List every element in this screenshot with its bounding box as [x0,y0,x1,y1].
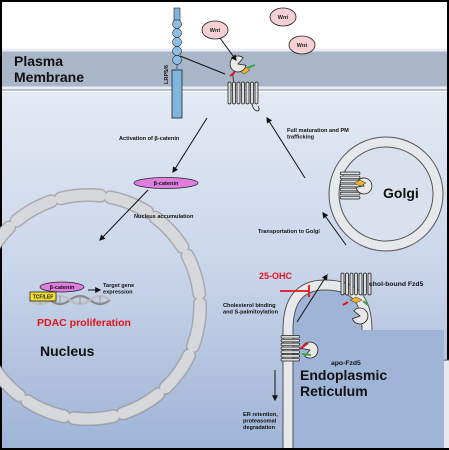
wnt-binding-arrow [219,37,237,61]
pathway-arrows [99,116,347,402]
wnt-label: Wnt [297,43,308,49]
golgi-label: Golgi [383,185,419,201]
tcf-lef: TCF/LEF [29,291,57,302]
wnt-ligand-icon: Wnt [288,35,316,55]
fzd5-receptor-icon [280,335,301,362]
nucleus-accumulation-label: Nucleus accumulation [134,214,194,220]
inhibition-icon [280,285,310,297]
palmitoyl-mark [301,353,312,356]
pdac-proliferation-label: PDAC proliferation [37,317,131,329]
complex-link [179,55,226,75]
inhibitor-label: 25-OHC [259,271,293,281]
fzd5-receptor-icon [340,272,372,296]
activation-label: Activation of β-catenin [119,136,180,142]
nucleus-envelope [0,188,207,426]
lrp-label: LRP5/6 [164,65,170,84]
nucleus-label: Nucleus [40,343,95,359]
palmitoyl-mark [299,342,309,350]
wnt-ligand-icon: Wnt [269,7,297,27]
beta-catenin-cytoplasmic: β-catenin [133,177,199,189]
transport-label: Transportation to Golgi [258,229,320,235]
svg-text:β-catenin: β-catenin [50,285,75,291]
wnt-ligand-icon: Wnt [201,20,229,40]
cholesterol-icon [342,296,369,306]
svg-text:TCF/LEF: TCF/LEF [33,295,54,301]
fzd5-receptor-icon [339,171,361,200]
endoplasmic-reticulum [282,279,449,448]
svg-text:β-catenin: β-catenin [154,181,179,187]
cholesterol-icon [353,179,367,187]
apo-fzd5-label: apo-Fzd5 [331,360,361,367]
chol-bound-fzd5-label: chol-bound Fzd5 [369,281,424,288]
wnt-label: Wnt [278,15,289,21]
plasma-membrane [2,48,447,91]
golgi [328,136,444,252]
lrp-receptor-icon [171,7,183,119]
wnt-label: Wnt [210,28,221,34]
beta-catenin-nuclear: β-catenin [39,281,85,293]
